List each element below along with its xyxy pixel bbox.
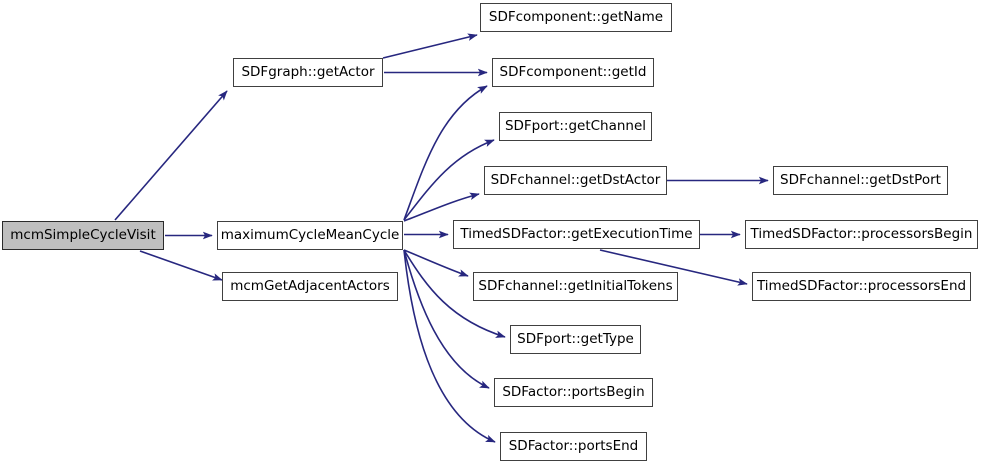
edge-SDFgraphGetActor-to-SDFcomponentGetName	[382, 33, 478, 59]
node-sdfchannel-get-dst-port[interactable]: SDFchannel::getDstPort	[773, 166, 948, 195]
node-label: SDFgraph::getActor	[241, 63, 375, 80]
node-label: SDFcomponent::getId	[499, 63, 647, 80]
node-label: SDFchannel::getInitialTokens	[478, 277, 673, 294]
edge-maximumCycleMeanCycle-to-SDFchannelGetDstActor	[403, 192, 480, 222]
node-maximum-cycle-mean-cycle[interactable]: maximumCycleMeanCycle	[217, 221, 403, 250]
edge-mcmSimpleCycleVisit-to-mcmGetAdjacentActors	[139, 250, 223, 281]
edge-maximumCycleMeanCycle-to-SDFportGetChannel	[403, 139, 495, 221]
node-label: SDFactor::portsBegin	[502, 383, 645, 400]
node-label: SDFactor::portsEnd	[508, 437, 639, 454]
edge-maximumCycleMeanCycle-to-SDFactorPortsBegin	[403, 249, 490, 389]
node-sdfactor-ports-begin[interactable]: SDFactor::portsBegin	[494, 378, 653, 407]
node-mcm-simple-cycle-visit[interactable]: mcmSimpleCycleVisit	[2, 221, 164, 250]
edge-maximumCycleMeanCycle-to-SDFactorPortsEnd	[403, 249, 496, 443]
edge-maximumCycleMeanCycle-to-SDFchannelGetInitialTokens	[403, 249, 469, 277]
edge-TimedSDFactorGetExecTime-to-TimedSDFactorProcEnd	[599, 249, 748, 286]
edge-maximumCycleMeanCycle-to-SDFcomponentGetId	[403, 85, 488, 221]
node-label: TimedSDFactor::processorsBegin	[750, 225, 973, 242]
edge-maximumCycleMeanCycle-to-SDFportGetType	[403, 249, 506, 338]
node-label: TimedSDFactor::processorsEnd	[756, 277, 967, 294]
node-label: mcmSimpleCycleVisit	[10, 226, 156, 243]
node-sdfchannel-get-initial-tokens[interactable]: SDFchannel::getInitialTokens	[473, 272, 678, 301]
node-sdfchannel-get-dst-actor[interactable]: SDFchannel::getDstActor	[484, 166, 667, 195]
node-mcm-get-adjacent-actors[interactable]: mcmGetAdjacentActors	[222, 272, 398, 301]
node-sdfcomponent-get-name[interactable]: SDFcomponent::getName	[480, 3, 672, 32]
node-label: SDFport::getType	[517, 330, 634, 347]
node-label: TimedSDFactor::getExecutionTime	[460, 225, 693, 242]
node-label: SDFport::getChannel	[504, 117, 647, 134]
node-sdfport-get-type[interactable]: SDFport::getType	[510, 325, 641, 354]
node-sdfcomponent-get-id[interactable]: SDFcomponent::getId	[492, 58, 654, 87]
edge-mcmSimpleCycleVisit-to-SDFgraphGetActor	[114, 90, 228, 221]
node-timedsdfactor-processors-end[interactable]: TimedSDFactor::processorsEnd	[752, 272, 971, 301]
node-label: SDFcomponent::getName	[488, 8, 664, 25]
node-sdfactor-ports-end[interactable]: SDFactor::portsEnd	[500, 432, 647, 461]
node-sdfgraph-get-actor[interactable]: SDFgraph::getActor	[233, 58, 383, 87]
node-sdfport-get-channel[interactable]: SDFport::getChannel	[499, 112, 652, 141]
node-label: SDFchannel::getDstActor	[490, 171, 661, 188]
node-timedsdfactor-get-execution-time[interactable]: TimedSDFactor::getExecutionTime	[453, 220, 700, 249]
node-label: mcmGetAdjacentActors	[230, 277, 390, 294]
node-label: SDFchannel::getDstPort	[780, 171, 941, 188]
node-label: maximumCycleMeanCycle	[220, 226, 400, 243]
node-timedsdfactor-processors-begin[interactable]: TimedSDFactor::processorsBegin	[745, 220, 978, 249]
